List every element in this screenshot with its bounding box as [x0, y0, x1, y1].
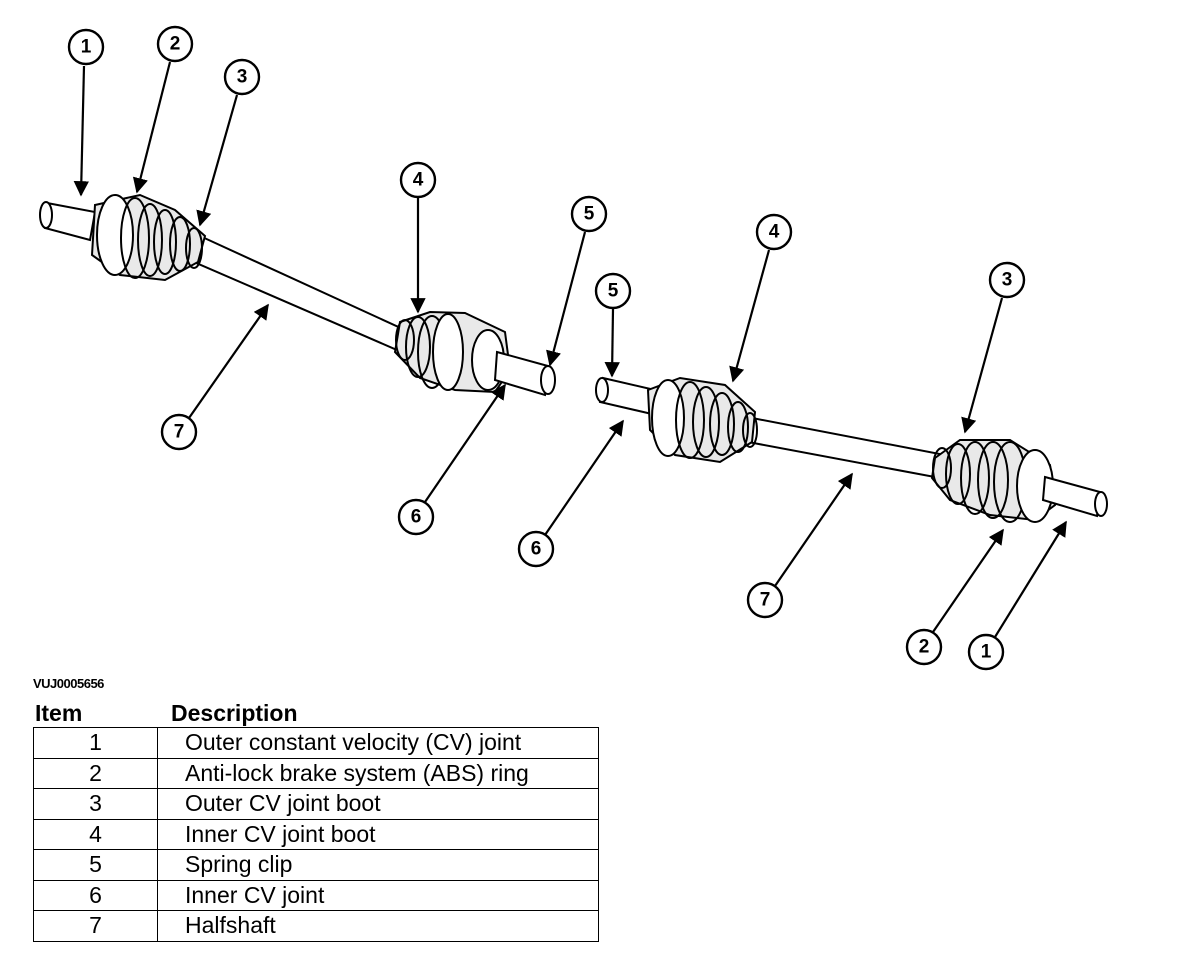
svg-text:2: 2 [170, 34, 181, 55]
right-outer-cv-joint [930, 439, 1057, 523]
callout-1-left [67, 28, 105, 66]
table-row: 7 Halfshaft [33, 910, 599, 942]
right-halfshaft-assembly [595, 376, 1108, 523]
callout-7-left [160, 413, 198, 451]
callout-6-left [397, 498, 435, 536]
callout-4-left [399, 161, 437, 199]
row-item: 5 [33, 849, 158, 881]
left-inner-stub [493, 350, 556, 397]
svg-text:5: 5 [584, 204, 595, 225]
svg-text:6: 6 [411, 507, 422, 528]
callout-4-right [755, 213, 793, 251]
svg-text:7: 7 [174, 422, 185, 443]
callout-6-right [517, 530, 555, 568]
right-halfshaft-bar [746, 416, 947, 480]
right-inner-cv-joint [646, 376, 758, 464]
row-description: Outer constant velocity (CV) joint [157, 727, 599, 759]
callouts: 1 2 3 4 5 6 7 5 4 3 6 7 [67, 25, 1067, 671]
halfshaft-diagram: 1 2 3 4 5 6 7 5 4 3 6 7 [39, 25, 1108, 671]
right-outer-stub [1041, 475, 1108, 518]
row-item: 6 [33, 879, 158, 911]
row-description: Inner CV joint boot [157, 818, 599, 850]
svg-text:3: 3 [237, 67, 248, 88]
callout-3-right [988, 261, 1026, 299]
svg-text:5: 5 [608, 281, 619, 302]
table-row: 2 Anti-lock brake system (ABS) ring [33, 757, 599, 789]
callout-5-right [594, 272, 632, 310]
row-item: 7 [33, 910, 158, 942]
table-row: 5 Spring clip [33, 849, 599, 881]
row-description: Halfshaft [157, 910, 599, 942]
row-description: Outer CV joint boot [157, 788, 599, 820]
row-item: 3 [33, 788, 158, 820]
svg-text:4: 4 [413, 170, 424, 191]
right-inner-stub [595, 376, 657, 416]
svg-text:1: 1 [81, 37, 92, 58]
legend-header: Item Description [33, 697, 599, 727]
left-inner-cv-joint [393, 310, 512, 394]
row-item: 1 [33, 727, 158, 759]
svg-text:4: 4 [769, 222, 780, 243]
table-row: 6 Inner CV joint [33, 879, 599, 911]
left-halfshaft-assembly [39, 193, 556, 397]
svg-text:6: 6 [531, 539, 542, 560]
svg-text:7: 7 [760, 590, 771, 611]
row-item: 4 [33, 818, 158, 850]
callout-5-left [570, 195, 608, 233]
figure-code: VUJ0005656 [33, 676, 104, 691]
left-halfshaft-bar [192, 234, 407, 352]
svg-text:1: 1 [981, 642, 992, 663]
callout-7-right [746, 581, 784, 619]
svg-text:3: 3 [1002, 270, 1013, 291]
legend-rows: 1 Outer constant velocity (CV) joint 2 A… [33, 727, 599, 942]
legend-table: Item Description 1 Outer constant veloci… [33, 697, 599, 942]
header-item: Item [35, 700, 83, 726]
table-row: 1 Outer constant velocity (CV) joint [33, 727, 599, 759]
row-description: Spring clip [157, 849, 599, 881]
table-row: 4 Inner CV joint boot [33, 818, 599, 850]
callout-3-left [223, 58, 261, 96]
callout-1-right [967, 633, 1005, 671]
left-outer-stub [39, 201, 97, 242]
row-description: Inner CV joint [157, 879, 599, 911]
row-description: Anti-lock brake system (ABS) ring [157, 757, 599, 789]
left-outer-cv-joint [90, 193, 207, 282]
header-description: Description [171, 700, 298, 726]
callout-2-right [905, 628, 943, 666]
row-item: 2 [33, 757, 158, 789]
svg-text:2: 2 [919, 637, 930, 658]
table-row: 3 Outer CV joint boot [33, 788, 599, 820]
callout-2-left [156, 25, 194, 63]
